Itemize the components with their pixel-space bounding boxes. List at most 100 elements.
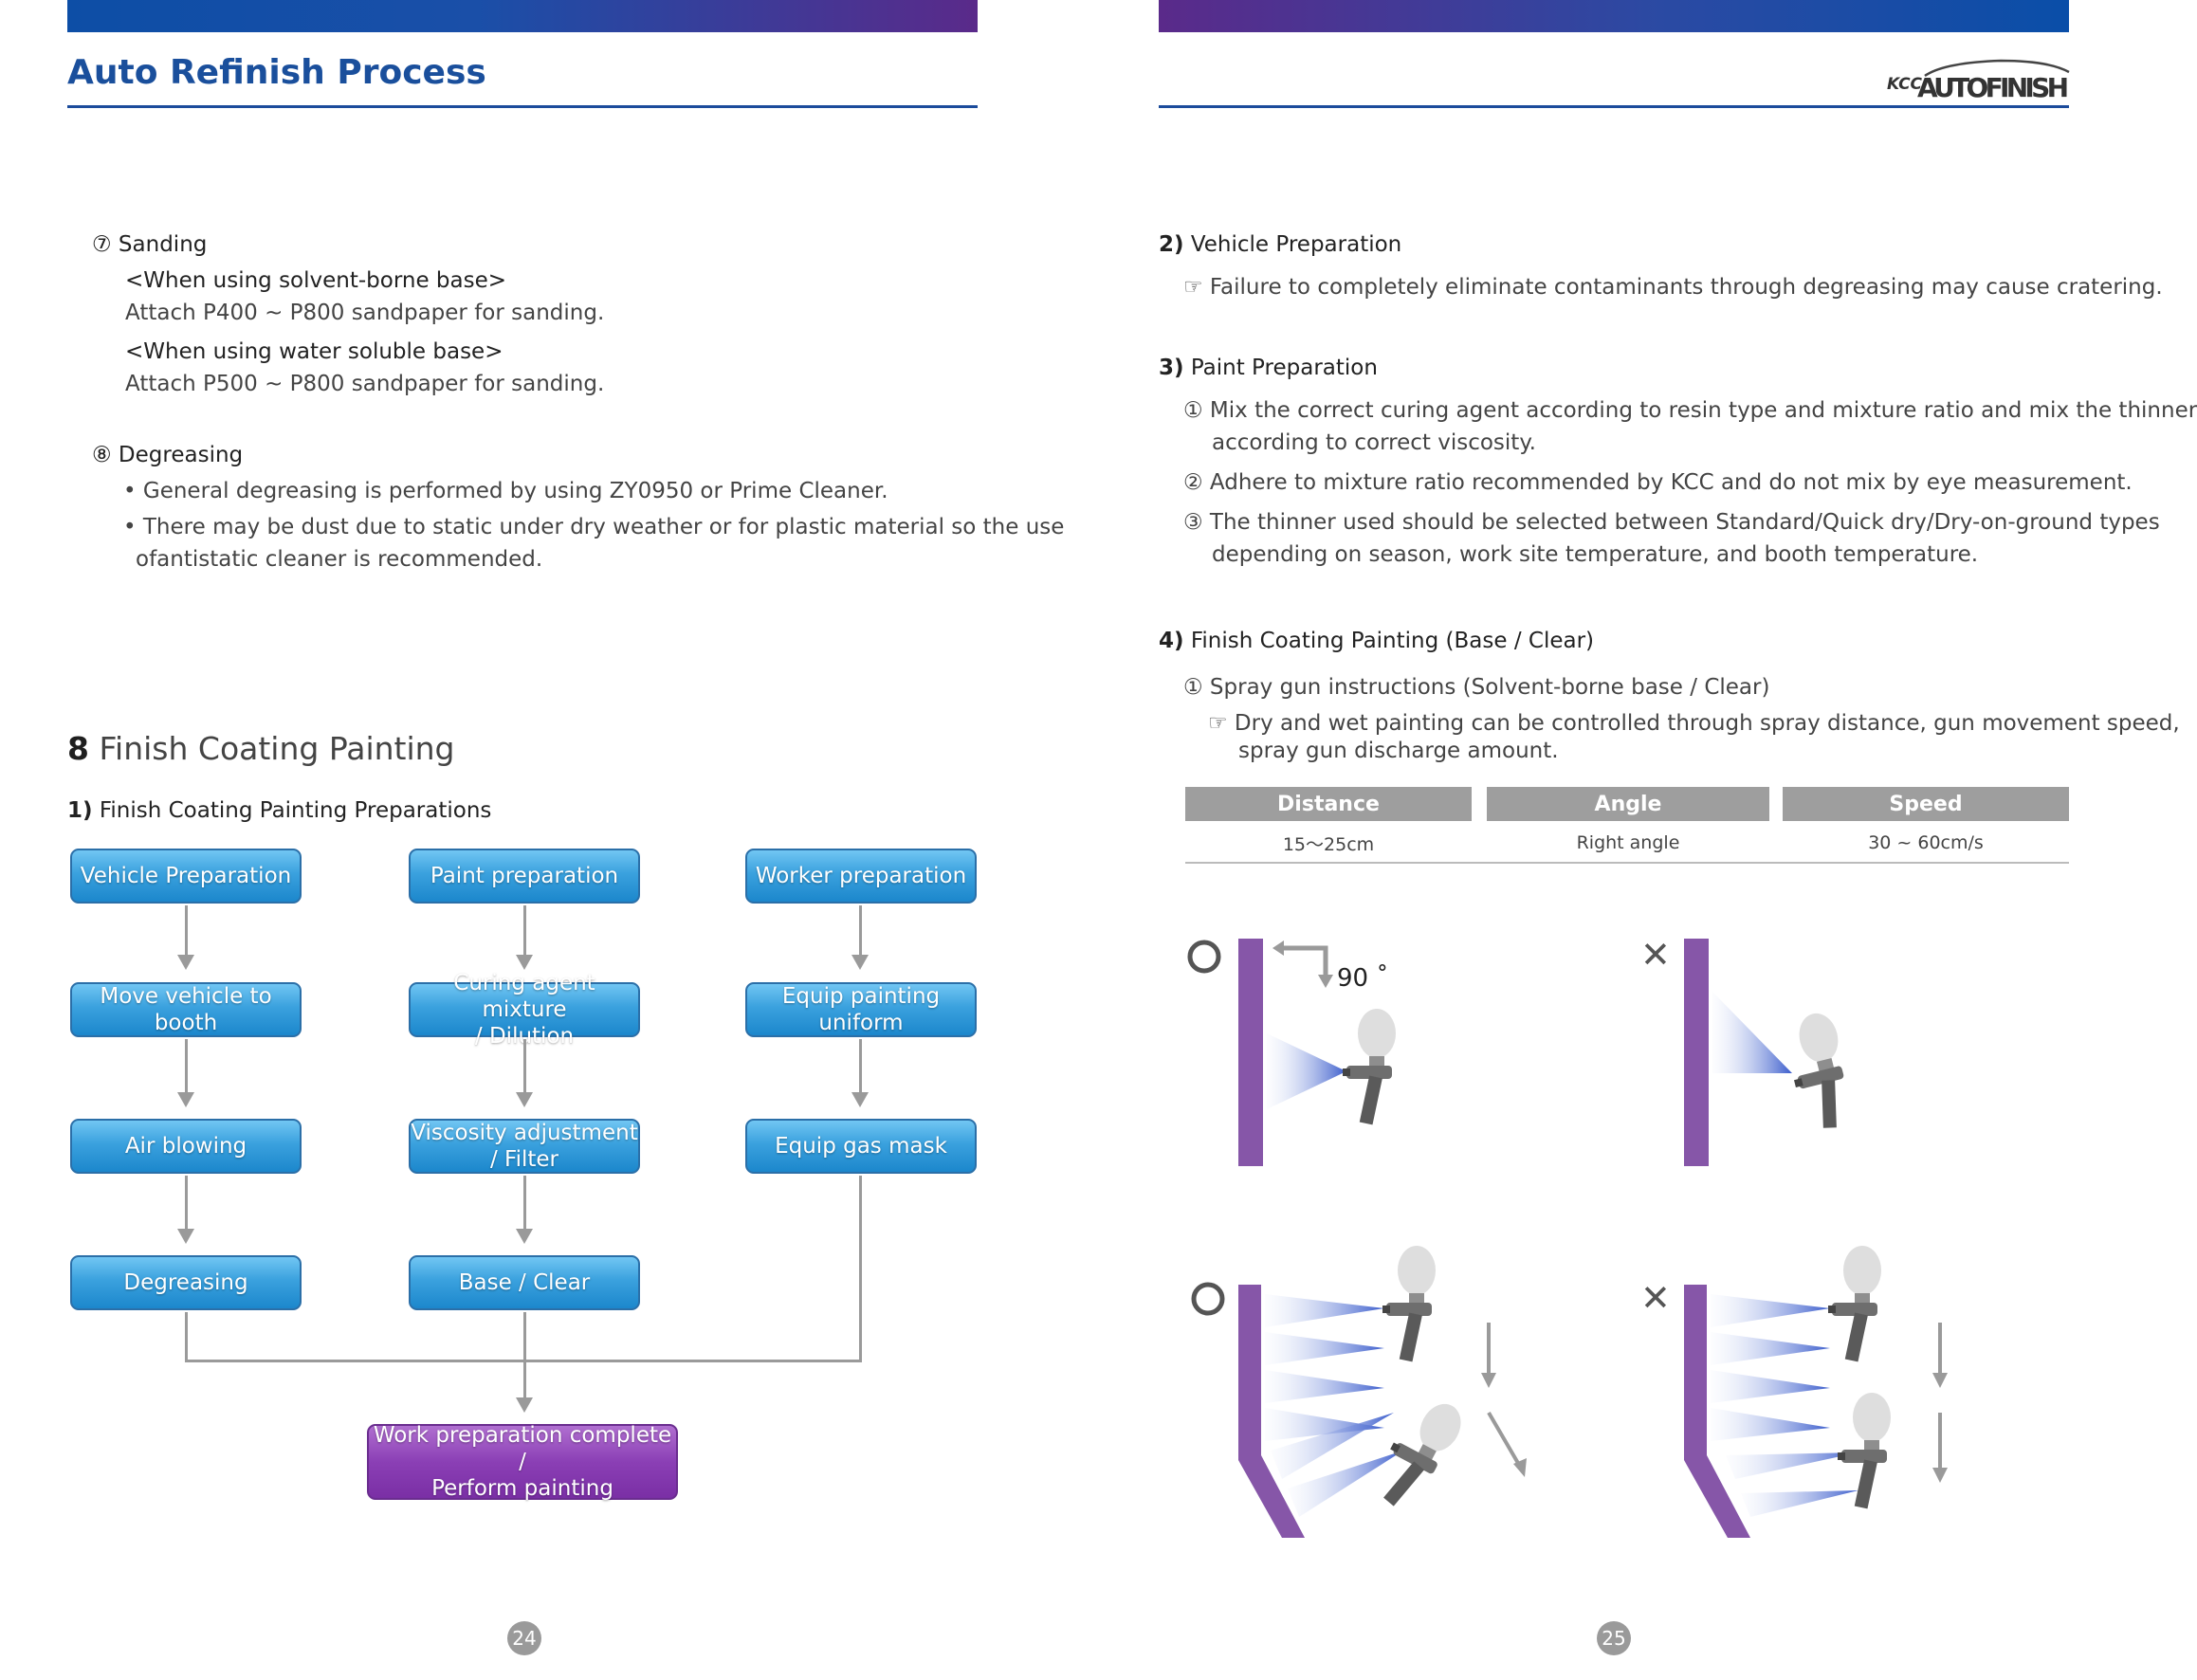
spray-fan	[1712, 992, 1792, 1073]
finish-coat-number: 4)	[1159, 629, 1184, 653]
spray-fan	[1711, 1408, 1830, 1441]
spray-gun-icon	[1779, 1009, 1859, 1135]
arrow-head	[177, 1092, 194, 1107]
movement-arrow	[1487, 1411, 1521, 1467]
flow-paint-preparation: Paint preparation	[409, 849, 640, 904]
vehicle-prep-number: 2)	[1159, 232, 1184, 257]
vehicle-panel	[1238, 1285, 1305, 1538]
connector	[523, 905, 526, 957]
flow-equip-gas-mask: Equip gas mask	[745, 1119, 977, 1174]
flow-viscosity-adjustment: Viscosity adjustment / Filter	[409, 1119, 640, 1174]
connector	[185, 1360, 862, 1362]
kcc-autofinish-logo: KCC AUTOFINISH	[1887, 59, 2070, 103]
connector	[185, 905, 188, 957]
finish-coat-title: Finish Coating Painting (Base / Clear)	[1190, 629, 1595, 653]
vehicle-panel	[1238, 939, 1263, 1166]
flow-degreasing: Degreasing	[70, 1255, 302, 1310]
arrow-head	[516, 955, 533, 970]
section-heading: 8 Finish Coating Painting	[67, 730, 455, 767]
wrong-angle-panel: ✕	[1640, 934, 1859, 1166]
table-cell-speed: 30 ~ 60cm/s	[1868, 832, 1984, 853]
spray-gun-icon	[1828, 1246, 1881, 1362]
page-title: Auto Refinish Process	[67, 53, 486, 92]
connector	[859, 1176, 862, 1361]
water-heading: <When using water soluble base>	[125, 339, 503, 364]
degreasing-title: ⑧ Degreasing	[92, 443, 244, 467]
spray-fan	[1265, 1332, 1384, 1365]
flow-worker-preparation: Worker preparation	[745, 849, 977, 904]
finish-coat-heading: 4) Finish Coating Painting (Base / Clear…	[1159, 629, 1594, 653]
flow-curing-agent: Curing agent mixture / Dilution	[409, 971, 640, 1049]
paint-prep-item-3-line-2: depending on season, work site temperatu…	[1212, 542, 1979, 567]
paint-prep-title: Paint Preparation	[1190, 356, 1378, 380]
spray-fan	[1711, 1332, 1830, 1365]
finish-coat-note-line-1: ☞ Dry and wet painting can be controlled…	[1208, 711, 2180, 736]
water-text: Attach P500 ~ P800 sandpaper for sanding…	[125, 372, 605, 396]
degreasing-bullet-2-line-2: ofantistatic cleaner is recommended.	[136, 547, 543, 572]
finish-coat-note-line-2: spray gun discharge amount.	[1238, 739, 1559, 763]
connector	[185, 1312, 188, 1361]
flow-final-step: Work preparation complete / Perform pain…	[367, 1423, 678, 1501]
spray-fan	[1741, 1490, 1858, 1517]
right-header-bar	[1159, 0, 2069, 32]
table-bottom-rule	[1185, 862, 2069, 864]
solvent-heading: <When using solvent-borne base>	[125, 268, 507, 293]
wrong-mark-icon: ✕	[1640, 1277, 1671, 1319]
spray-fan	[1726, 1452, 1858, 1479]
arrow-head	[851, 955, 869, 970]
page-number-right: 25	[1597, 1621, 1631, 1655]
flow-vehicle-preparation: Vehicle Preparation	[70, 849, 302, 904]
arrow-head	[851, 1092, 869, 1107]
arrow-head	[177, 955, 194, 970]
degreasing-bullet-1: • General degreasing is performed by usi…	[123, 479, 888, 503]
paint-prep-item-2: ② Adhere to mixture ratio recommended by…	[1183, 470, 2133, 495]
vehicle-prep-heading: 2) Vehicle Preparation	[1159, 232, 1401, 257]
paint-prep-item-1-line-2: according to correct viscosity.	[1212, 430, 1536, 455]
wrong-mark-icon: ✕	[1640, 934, 1671, 976]
spray-fan	[1267, 1033, 1346, 1109]
svg-text:AUTOFINISH: AUTOFINISH	[1917, 72, 2069, 103]
connector	[523, 1039, 526, 1094]
left-header-rule	[67, 105, 978, 108]
table-header-speed: Speed	[1783, 787, 2069, 821]
section-number: 8	[67, 730, 89, 767]
flow-air-blowing: Air blowing	[70, 1119, 302, 1174]
spray-gun-diagram: 90 ˚ ✕ ✕	[1187, 934, 1948, 1538]
left-header-bar	[67, 0, 978, 32]
spray-gun-icon	[1343, 1009, 1396, 1125]
table-header-angle: Angle	[1487, 787, 1769, 821]
spray-gun-icon	[1382, 1246, 1436, 1362]
right-header-rule	[1159, 105, 2069, 108]
spray-fan	[1711, 1294, 1830, 1327]
flow-equip-uniform: Equip painting uniform	[745, 982, 977, 1037]
vehicle-prep-note: ☞ Failure to completely eliminate contam…	[1183, 275, 2163, 300]
degreasing-bullet-2-line-1: • There may be dust due to static under …	[123, 515, 1065, 539]
connector	[185, 1039, 188, 1094]
vehicle-panel	[1684, 1285, 1750, 1538]
subsection-1-heading: 1) Finish Coating Painting Preparations	[67, 798, 491, 823]
flow-base-clear: Base / Clear	[409, 1255, 640, 1310]
page-number-left: 24	[507, 1621, 541, 1655]
connector	[859, 1039, 862, 1094]
table-cell-angle: Right angle	[1576, 832, 1680, 853]
connector	[185, 1176, 188, 1231]
spray-fan	[1265, 1294, 1384, 1327]
spray-fan	[1265, 1370, 1384, 1403]
arrow-head	[177, 1229, 194, 1244]
wrong-movement-panel: ✕	[1640, 1246, 1948, 1538]
correct-distance-panel: 90 ˚	[1187, 939, 1396, 1166]
arrow-head	[516, 1397, 533, 1413]
connector	[859, 905, 862, 957]
solvent-text: Attach P400 ~ P800 sandpaper for sanding…	[125, 301, 605, 325]
vehicle-panel	[1684, 939, 1709, 1166]
angle-arrow	[1284, 945, 1328, 975]
spray-gun-icon	[1367, 1389, 1469, 1518]
subsection-1-number: 1)	[67, 798, 93, 823]
table-header-distance: Distance	[1185, 787, 1472, 821]
section-title: Finish Coating Painting	[99, 730, 455, 767]
correct-mark-icon	[1187, 940, 1221, 974]
connector	[523, 1312, 526, 1399]
spray-fan	[1711, 1370, 1830, 1403]
spray-fan	[1271, 1413, 1394, 1479]
paint-prep-item-1-line-1: ① Mix the correct curing agent according…	[1183, 398, 2197, 423]
